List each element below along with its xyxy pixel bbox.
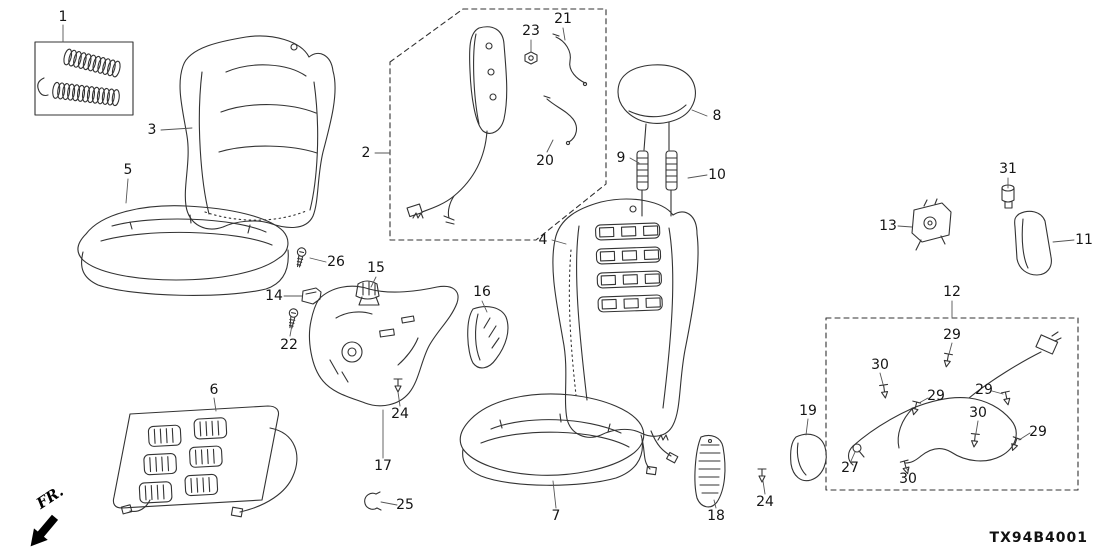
part-callout-24-30: 24 xyxy=(391,406,409,422)
part-callout-6-29: 6 xyxy=(209,382,219,398)
part-callout-15-12: 15 xyxy=(367,260,385,276)
part-1-clip-springs xyxy=(34,41,134,116)
part-callout-3-1: 3 xyxy=(147,122,157,138)
part-callout-20-6: 20 xyxy=(536,153,554,169)
part-9-headrest-guide xyxy=(636,150,649,217)
part-callout-14-13: 14 xyxy=(265,288,283,304)
part-callout-12-19: 12 xyxy=(943,284,961,300)
part-17-side-cover xyxy=(308,285,459,407)
part-4-seat-back-heater xyxy=(552,198,699,476)
part-callout-11-18: 11 xyxy=(1075,232,1093,248)
part-callout-30-26: 30 xyxy=(899,471,917,487)
part-callout-5-2: 5 xyxy=(123,162,133,178)
part-12-wire-harness xyxy=(825,317,1079,491)
part-callout-26-11: 26 xyxy=(327,254,345,270)
part-callout-30-24: 30 xyxy=(969,405,987,421)
part-20-headrest-lock-wire xyxy=(543,95,578,146)
part-callout-4-10: 4 xyxy=(538,232,548,248)
part-2-side-airbag-module xyxy=(389,8,607,241)
leader-lines xyxy=(62,24,1075,509)
part-callout-27-27: 27 xyxy=(841,460,859,476)
part-26-screw xyxy=(293,246,308,269)
part-callout-7-33: 7 xyxy=(551,508,561,524)
part-callout-16-14: 16 xyxy=(473,284,491,300)
part-5-seat-cushion-pad xyxy=(77,205,289,296)
part-6-cushion-heater xyxy=(112,405,298,518)
part-8-headrest xyxy=(617,64,696,151)
part-callout-24-35: 24 xyxy=(756,494,774,510)
part-callout-21-5: 21 xyxy=(554,11,572,27)
part-callout-2-3: 2 xyxy=(361,145,371,161)
part-callout-22-15: 22 xyxy=(280,337,298,353)
part-callout-29-22: 29 xyxy=(927,388,945,404)
part-callout-25-32: 25 xyxy=(396,497,414,513)
part-19-cover xyxy=(790,433,827,482)
part-callout-8-7: 8 xyxy=(712,108,722,124)
part-callout-9-8: 9 xyxy=(616,150,626,166)
part-11-cover xyxy=(1014,210,1052,276)
part-callout-17-31: 17 xyxy=(374,458,392,474)
part-22-screw xyxy=(286,307,299,330)
part-callout-13-16: 13 xyxy=(879,218,897,234)
part-callout-30-21: 30 xyxy=(871,357,889,373)
part-callout-19-28: 19 xyxy=(799,403,817,419)
part-callout-29-23: 29 xyxy=(975,382,993,398)
part-24-clip-b xyxy=(757,468,767,483)
part-25-clip xyxy=(364,491,382,511)
part-18-riser-cover xyxy=(694,434,726,508)
part-callout-10-9: 10 xyxy=(708,167,726,183)
part-callout-23-4: 23 xyxy=(522,23,540,39)
part-21-headrest-lock-wire xyxy=(552,33,588,87)
part-callout-18-34: 18 xyxy=(707,508,725,524)
part-callout-29-20: 29 xyxy=(943,327,961,343)
part-callout-31-17: 31 xyxy=(999,161,1017,177)
part-16-garnish xyxy=(467,306,509,369)
part-7-seat-cushion-trim xyxy=(459,393,645,486)
part-24-clip-a xyxy=(393,378,403,393)
part-3-seat-back-pad xyxy=(179,35,336,230)
part-23-nut xyxy=(524,51,538,65)
part-10-headrest-guide xyxy=(665,150,678,217)
part-14-switch-knob xyxy=(301,287,322,305)
part-27-band-clip xyxy=(852,443,865,458)
fr-direction-arrow xyxy=(30,514,59,547)
part-callout-1-0: 1 xyxy=(58,9,68,25)
part-13-lumbar-motor xyxy=(911,198,952,251)
diagram-code: TX94B4001 xyxy=(989,530,1088,546)
part-callout-29-25: 29 xyxy=(1029,424,1047,440)
part-15-switch xyxy=(355,280,380,306)
